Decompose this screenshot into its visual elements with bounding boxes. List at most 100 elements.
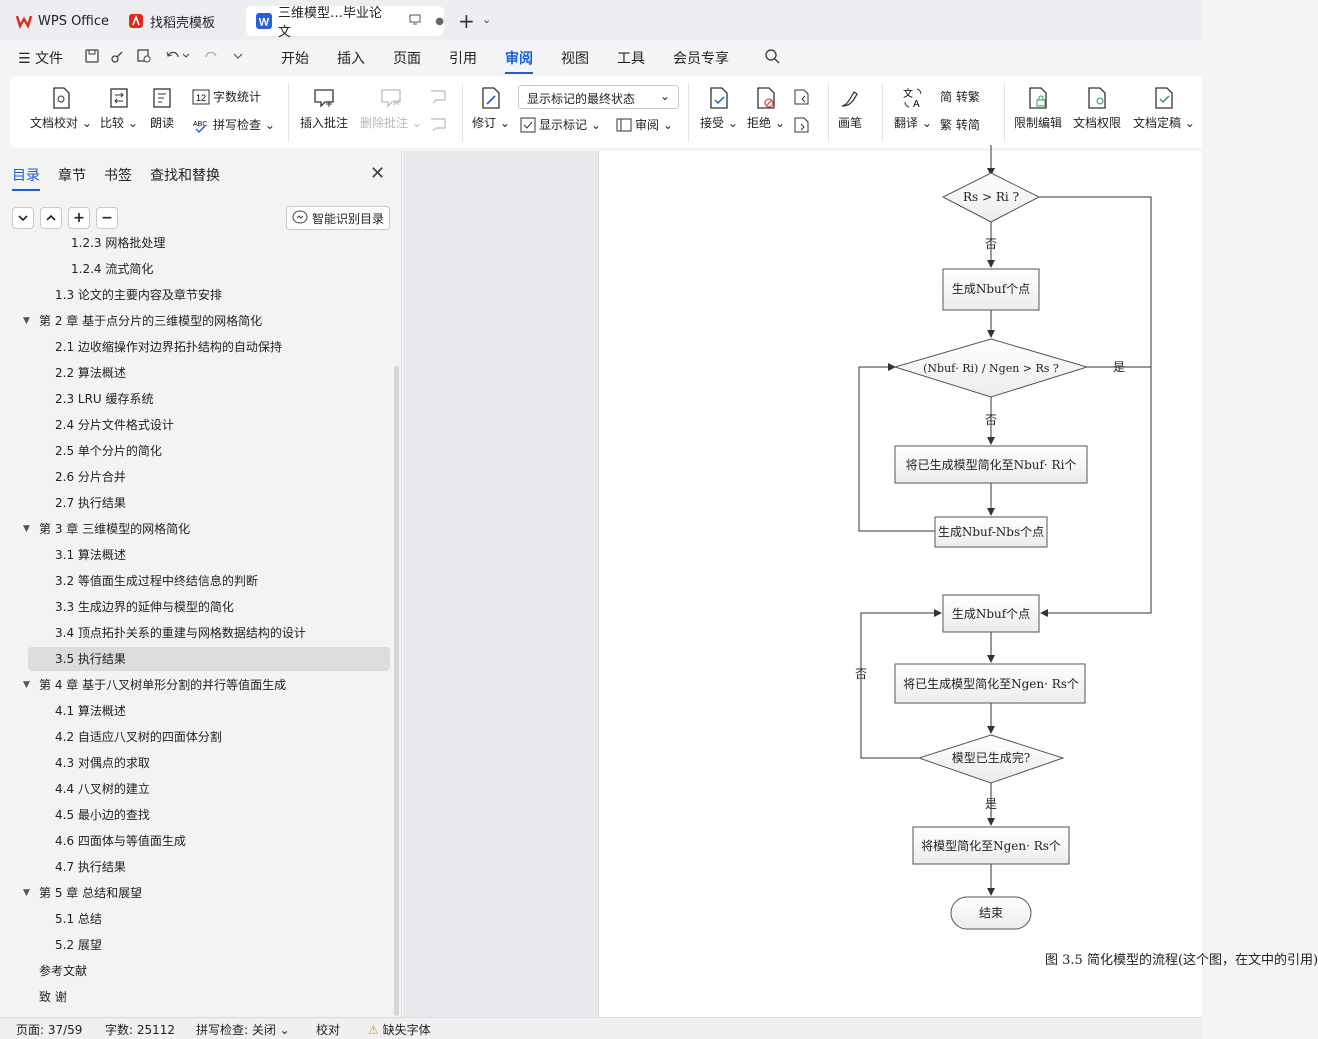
toc-item[interactable]: 2.7 执行结果: [55, 491, 126, 515]
review-ribbon: 文档校对 ⌄ 比较 ⌄ 朗读 12 字数统计 ABC 拼写检查 ⌄ 插入批注 删…: [10, 76, 1202, 148]
read-aloud-button[interactable]: 朗读: [150, 86, 174, 131]
collapse-up-button[interactable]: [40, 207, 62, 229]
to-simplified-button[interactable]: 繁 转简: [940, 118, 980, 132]
menu-member[interactable]: 会员专享: [673, 51, 729, 67]
tab-find-replace[interactable]: 查找和替换: [150, 168, 220, 184]
proofread-button[interactable]: 文档校对 ⌄: [30, 86, 92, 131]
menu-reference[interactable]: 引用: [449, 51, 477, 67]
toc-item[interactable]: 3.5 执行结果: [28, 647, 390, 671]
add-heading-button[interactable]: +: [68, 207, 90, 229]
toc-item[interactable]: 2.4 分片文件格式设计: [55, 413, 174, 437]
insert-comment-button[interactable]: 插入批注: [300, 86, 348, 131]
next-comment-icon[interactable]: [428, 116, 451, 134]
file-menu[interactable]: ☰ 文件: [18, 51, 64, 67]
toc-item[interactable]: 4.1 算法概述: [55, 699, 126, 723]
page-indicator[interactable]: 页面: 37/59: [16, 1023, 83, 1037]
scrollbar[interactable]: [394, 366, 399, 1016]
collapse-down-button[interactable]: [12, 207, 34, 229]
menu-start[interactable]: 开始: [281, 51, 309, 67]
tab-list-chevron-icon[interactable]: ⌄: [482, 13, 492, 26]
proof-status[interactable]: 校对: [316, 1023, 341, 1037]
close-icon[interactable]: ✕: [370, 163, 386, 184]
markup-state-select[interactable]: 显示标记的最终状态⌄: [518, 85, 679, 109]
print-preview-icon[interactable]: [136, 48, 152, 68]
smart-toc-button[interactable]: 智能识别目录: [286, 206, 390, 230]
menu-tools[interactable]: 工具: [617, 51, 645, 67]
reject-button[interactable]: 拒绝 ⌄: [747, 86, 785, 131]
toc-item[interactable]: 3.4 顶点拓扑关系的重建与网格数据结构的设计: [55, 621, 306, 645]
toc-item[interactable]: 3.1 算法概述: [55, 543, 126, 567]
previous-change-icon[interactable]: [792, 88, 813, 106]
wps-logo-icon: [15, 13, 33, 30]
delete-comment-button[interactable]: 删除批注 ⌄: [360, 86, 422, 131]
tab-wps-office[interactable]: WPS Office: [6, 6, 114, 36]
pen-button[interactable]: 画笔: [838, 86, 862, 131]
toc-chapter-item[interactable]: ▼第 2 章 基于点分片的三维模型的网格简化: [23, 309, 262, 333]
redo-icon[interactable]: [204, 48, 220, 68]
toc-item[interactable]: 参考文献: [39, 959, 87, 983]
document-rights-button[interactable]: 文档权限: [1073, 86, 1121, 131]
to-traditional-button[interactable]: 简 转繁: [940, 90, 980, 104]
new-tab-button[interactable]: +: [458, 9, 475, 33]
previous-comment-icon[interactable]: [428, 88, 451, 106]
toc-item[interactable]: 1.3 论文的主要内容及章节安排: [55, 283, 222, 307]
ribbon-separator: [828, 84, 829, 142]
review-pane-button[interactable]: 审阅 ⌄: [616, 116, 673, 133]
tab-document[interactable]: W 三维模型…毕业论文 ●: [246, 6, 444, 40]
monitor-icon[interactable]: [409, 14, 421, 29]
toc-item[interactable]: 2.2 算法概述: [55, 361, 126, 385]
missing-font-status[interactable]: ⚠ 缺失字体: [368, 1023, 431, 1037]
menu-review[interactable]: 审阅: [505, 48, 533, 74]
save-icon[interactable]: [84, 48, 100, 68]
toc-item[interactable]: 5.1 总结: [55, 907, 102, 931]
toc-item[interactable]: 3.3 生成边界的延伸与模型的简化: [55, 595, 234, 619]
compare-button[interactable]: 比较 ⌄: [100, 86, 138, 131]
tab-chapters[interactable]: 章节: [58, 168, 86, 184]
expand-arrow-icon[interactable]: ▼: [23, 316, 30, 326]
menu-page[interactable]: 页面: [393, 51, 421, 67]
more-chevron-icon[interactable]: [232, 48, 244, 68]
expand-arrow-icon[interactable]: ▼: [23, 888, 30, 898]
toc-item[interactable]: 4.6 四面体与等值面生成: [55, 829, 186, 853]
share-icon[interactable]: [110, 48, 126, 68]
search-icon[interactable]: [764, 48, 780, 68]
toc-item[interactable]: 致 谢: [39, 985, 67, 1009]
restrict-editing-button[interactable]: 限制编辑: [1014, 86, 1062, 131]
toc-item[interactable]: 5.2 展望: [55, 933, 102, 957]
toc-item[interactable]: 1.2.3 网格批处理: [71, 231, 165, 255]
word-count[interactable]: 字数: 25112: [105, 1023, 176, 1037]
toc-item[interactable]: 4.2 自适应八叉树的四面体分割: [55, 725, 222, 749]
tab-bookmarks[interactable]: 书签: [104, 168, 132, 184]
spell-status[interactable]: 拼写检查: 关闭 ⌄: [196, 1023, 290, 1037]
spell-check-button[interactable]: ABC 拼写检查 ⌄: [193, 117, 275, 133]
toc-item[interactable]: 2.1 边收缩操作对边界拓扑结构的自动保持: [55, 335, 282, 359]
toc-item-label: 4.4 八叉树的建立: [55, 782, 150, 796]
expand-arrow-icon[interactable]: ▼: [23, 680, 30, 690]
finalize-button[interactable]: 文档定稿 ⌄: [1133, 86, 1195, 131]
toc-chapter-item[interactable]: ▼第 3 章 三维模型的网格简化: [23, 517, 190, 541]
toc-item[interactable]: 1.2.4 流式简化: [71, 257, 153, 281]
menu-insert[interactable]: 插入: [337, 51, 365, 67]
track-changes-button[interactable]: 修订 ⌄: [472, 86, 510, 131]
toc-item[interactable]: 4.4 八叉树的建立: [55, 777, 150, 801]
tab-toc[interactable]: 目录: [12, 165, 40, 191]
show-markup-button[interactable]: 显示标记 ⌄: [520, 116, 601, 133]
toc-item[interactable]: 2.5 单个分片的简化: [55, 439, 162, 463]
word-count-button[interactable]: 12 字数统计: [192, 88, 261, 105]
accept-button[interactable]: 接受 ⌄: [700, 86, 738, 131]
toc-chapter-item[interactable]: ▼第 4 章 基于八叉树单形分割的并行等值面生成: [23, 673, 286, 697]
toc-item[interactable]: 4.3 对偶点的求取: [55, 751, 150, 775]
toc-item[interactable]: 2.3 LRU 缓存系统: [55, 387, 154, 411]
menu-view[interactable]: 视图: [561, 51, 589, 67]
toc-chapter-item[interactable]: ▼第 5 章 总结和展望: [23, 881, 142, 905]
tab-template[interactable]: 找稻壳模板: [118, 6, 242, 36]
expand-arrow-icon[interactable]: ▼: [23, 524, 30, 534]
toc-item[interactable]: 4.5 最小边的查找: [55, 803, 150, 827]
toc-item[interactable]: 2.6 分片合并: [55, 465, 126, 489]
remove-heading-button[interactable]: −: [96, 207, 118, 229]
toc-item[interactable]: 3.2 等值面生成过程中终结信息的判断: [55, 569, 258, 593]
toc-item[interactable]: 4.7 执行结果: [55, 855, 126, 879]
next-change-icon[interactable]: [792, 116, 813, 134]
undo-icon[interactable]: [164, 48, 190, 68]
